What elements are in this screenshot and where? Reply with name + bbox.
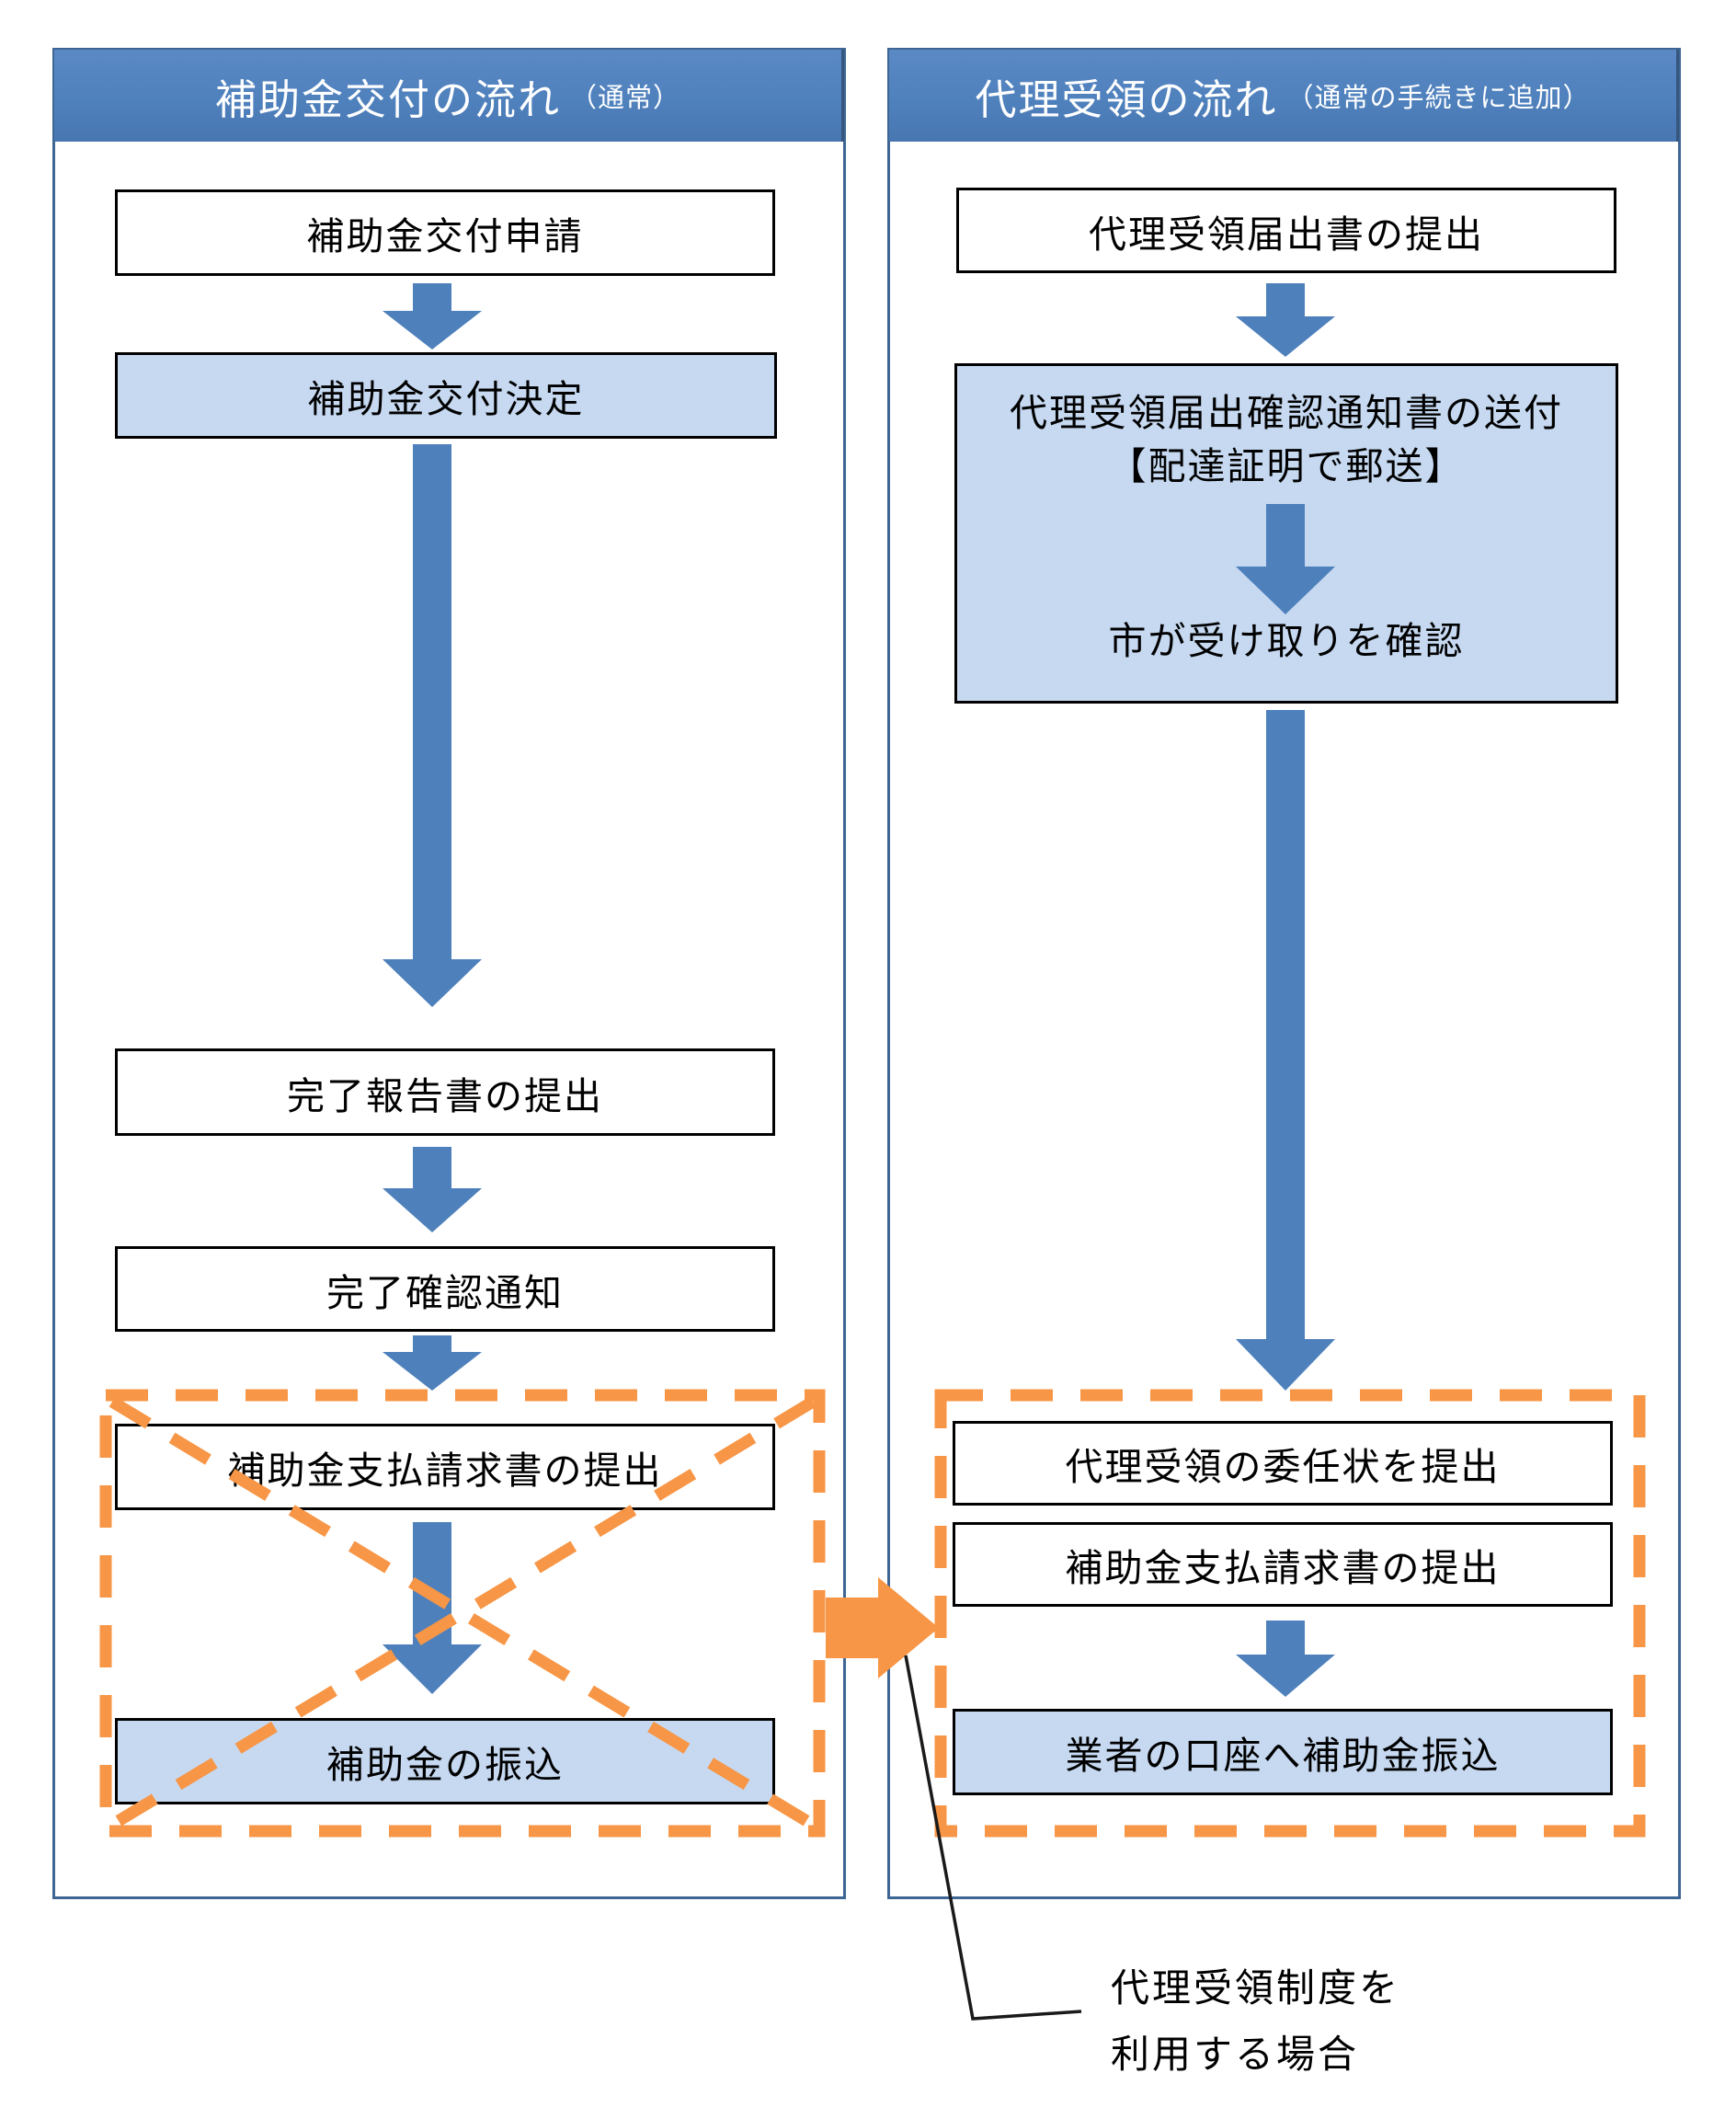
- proxy-notice-box: 代理受領届出確認通知書の送付 【配達証明で郵送】 市が受け取りを確認: [954, 363, 1618, 704]
- proxy-notice-line2: 【配達証明で郵送】: [1108, 445, 1465, 487]
- proxy-flow-title-note: （通常の手続きに追加）: [1286, 84, 1591, 113]
- step-subsidy-transfer-normal: 補助金の振込: [115, 1718, 775, 1804]
- step-payment-request-proxy: 補助金支払請求書の提出: [953, 1522, 1613, 1607]
- normal-flow-title: 補助金交付の流れ: [214, 75, 561, 123]
- proxy-notice-line3: 市が受け取りを確認: [1108, 620, 1465, 662]
- step-subsidy-application: 補助金交付申請: [115, 189, 775, 276]
- step-completion-report: 完了報告書の提出: [115, 1048, 775, 1136]
- normal-flow-panel: 補助金交付の流れ （通常）: [52, 48, 846, 1899]
- proxy-flow-title: 代理受領の流れ: [975, 75, 1278, 123]
- step-completion-confirmation: 完了確認通知: [115, 1246, 775, 1332]
- step-payment-request-normal: 補助金支払請求書の提出: [115, 1424, 775, 1510]
- step-proxy-notification-submit: 代理受領届出書の提出: [956, 188, 1616, 273]
- step-subsidy-grant-decision: 補助金交付決定: [115, 352, 777, 439]
- normal-flow-header: 補助金交付の流れ （通常）: [54, 50, 844, 142]
- step-proxy-power-of-attorney: 代理受領の委任状を提出: [953, 1421, 1613, 1506]
- callout-note-line1: 代理受領制度を: [1111, 1966, 1401, 2010]
- step-contractor-account-transfer: 業者の口座へ補助金振込: [953, 1709, 1613, 1795]
- proxy-notice-line1: 代理受領届出確認通知書の送付: [1010, 392, 1563, 434]
- normal-flow-title-note: （通常）: [570, 84, 681, 113]
- proxy-flow-panel: 代理受領の流れ （通常の手続きに追加）: [887, 48, 1681, 1899]
- callout-note: 代理受領制度を 利用する場合: [1111, 1955, 1400, 2088]
- callout-note-line2: 利用する場合: [1111, 2033, 1360, 2076]
- proxy-flow-header: 代理受領の流れ （通常の手続きに追加）: [889, 50, 1679, 142]
